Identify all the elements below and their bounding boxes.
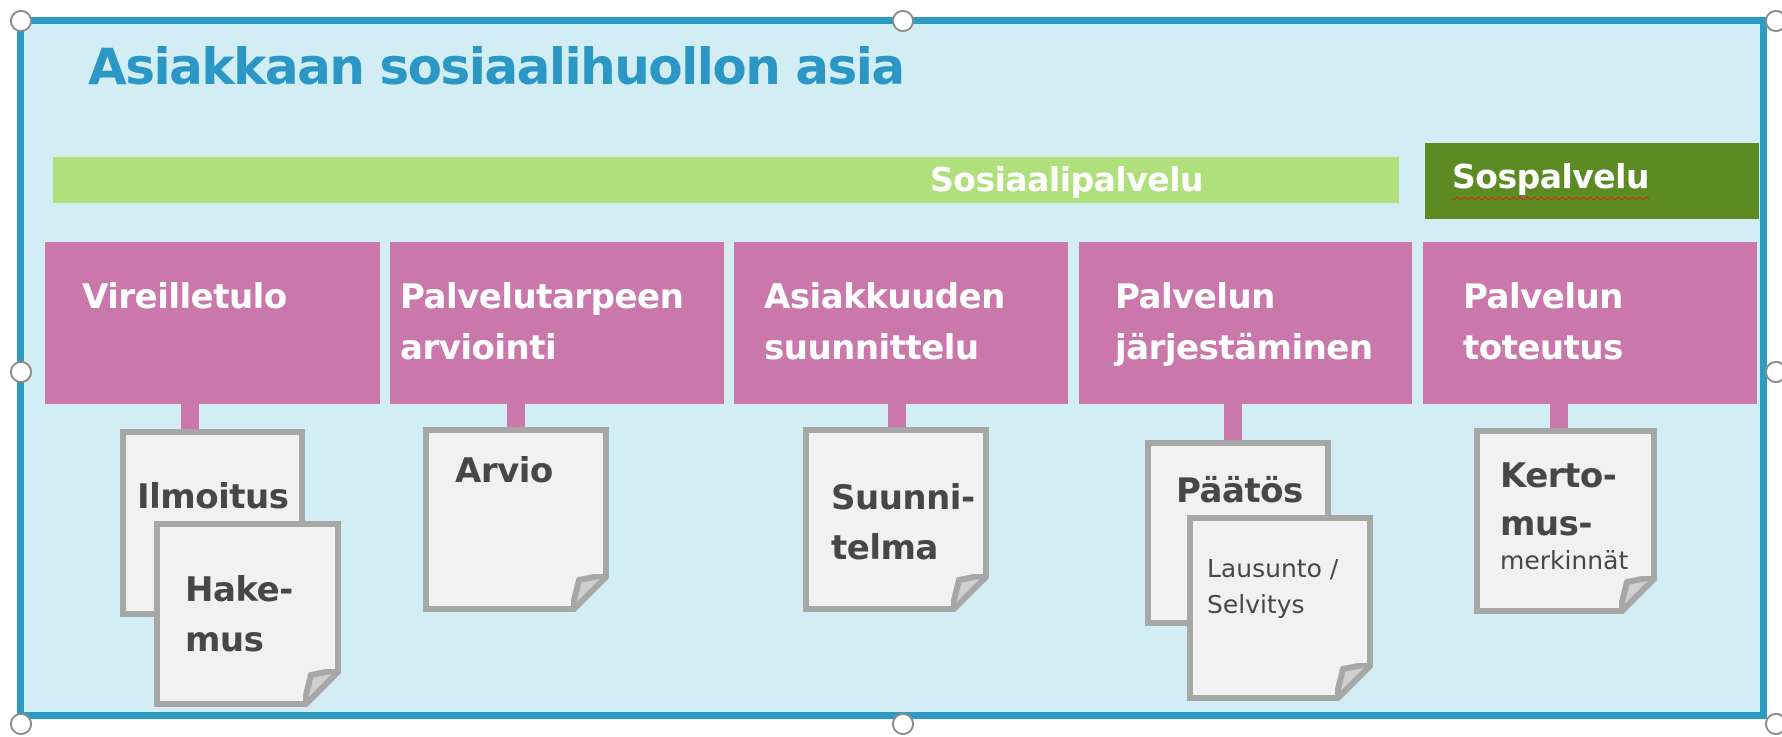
phase-vireilletulo: Vireilletulo <box>45 242 380 404</box>
document-label: Päätös <box>1176 471 1303 511</box>
document-label: Arvio <box>455 451 553 491</box>
sospalvelu-label: Sospalvelu <box>1452 157 1649 196</box>
phase-palvelun-toteutus: Palvelun toteutus <box>1423 242 1757 404</box>
document-label: Suunni- <box>831 478 975 518</box>
page-curl-icon <box>303 669 341 707</box>
connector-stem <box>1224 403 1242 443</box>
document-kertomus: Kerto- mus- merkinnät <box>1474 428 1657 614</box>
phase-label: Palvelun <box>1463 277 1623 317</box>
phase-label: Asiakkuuden <box>764 277 1005 317</box>
connector-stem <box>888 403 906 431</box>
phase-label: arviointi <box>400 328 557 368</box>
resize-handle-middle-left[interactable] <box>10 361 32 383</box>
resize-handle-top-left[interactable] <box>10 10 32 32</box>
document-label: Selvitys <box>1207 590 1305 619</box>
resize-handle-bottom-left[interactable] <box>10 713 32 735</box>
document-suunnitelma: Suunni- telma <box>803 427 989 612</box>
page-curl-icon <box>1335 663 1373 701</box>
phase-asiakkuuden-suunnittelu: Asiakkuuden suunnittelu <box>734 242 1068 404</box>
document-arvio: Arvio <box>423 427 609 612</box>
document-label: Ilmoitus <box>137 477 289 517</box>
document-hakemus: Hake- mus <box>154 521 341 707</box>
page-curl-icon <box>571 574 609 612</box>
resize-handle-bottom-middle[interactable] <box>892 713 914 735</box>
document-label: mus- <box>1500 504 1592 544</box>
page-curl-icon <box>1619 576 1657 614</box>
sosiaalipalvelu-label: Sosiaalipalvelu <box>930 160 1203 199</box>
document-label: merkinnät <box>1500 546 1629 575</box>
document-label: Hake- <box>185 570 293 610</box>
phase-palvelun-jarjestaminen: Palvelun järjestäminen <box>1079 242 1412 404</box>
document-label: Kerto- <box>1500 456 1617 496</box>
sospalvelu-text: Sospalvelu <box>1452 157 1649 196</box>
phase-label: Palvelutarpeen <box>400 277 684 317</box>
resize-handle-top-right[interactable] <box>1765 10 1782 32</box>
document-lausunto-selvitys: Lausunto / Selvitys <box>1187 515 1373 701</box>
resize-handle-top-middle[interactable] <box>892 10 914 32</box>
document-label: telma <box>831 528 938 568</box>
phase-label: Palvelun <box>1115 277 1275 317</box>
document-label: Lausunto / <box>1207 554 1339 583</box>
phase-label: suunnittelu <box>764 328 979 368</box>
document-label: mus <box>185 620 264 660</box>
sosiaalipalvelu-band <box>53 157 1399 203</box>
connector-stem <box>1550 403 1568 431</box>
phase-label: toteutus <box>1463 328 1623 368</box>
resize-handle-middle-right[interactable] <box>1765 361 1782 383</box>
phase-palvelutarpeen-arviointi: Palvelutarpeen arviointi <box>390 242 724 404</box>
resize-handle-bottom-right[interactable] <box>1765 713 1782 735</box>
page-curl-icon <box>951 574 989 612</box>
phase-label: Vireilletulo <box>82 277 287 317</box>
sospalvelu-band <box>1425 143 1759 219</box>
phase-label: järjestäminen <box>1115 328 1373 368</box>
diagram-title: Asiakkaan sosiaalihuollon asia <box>88 38 905 96</box>
